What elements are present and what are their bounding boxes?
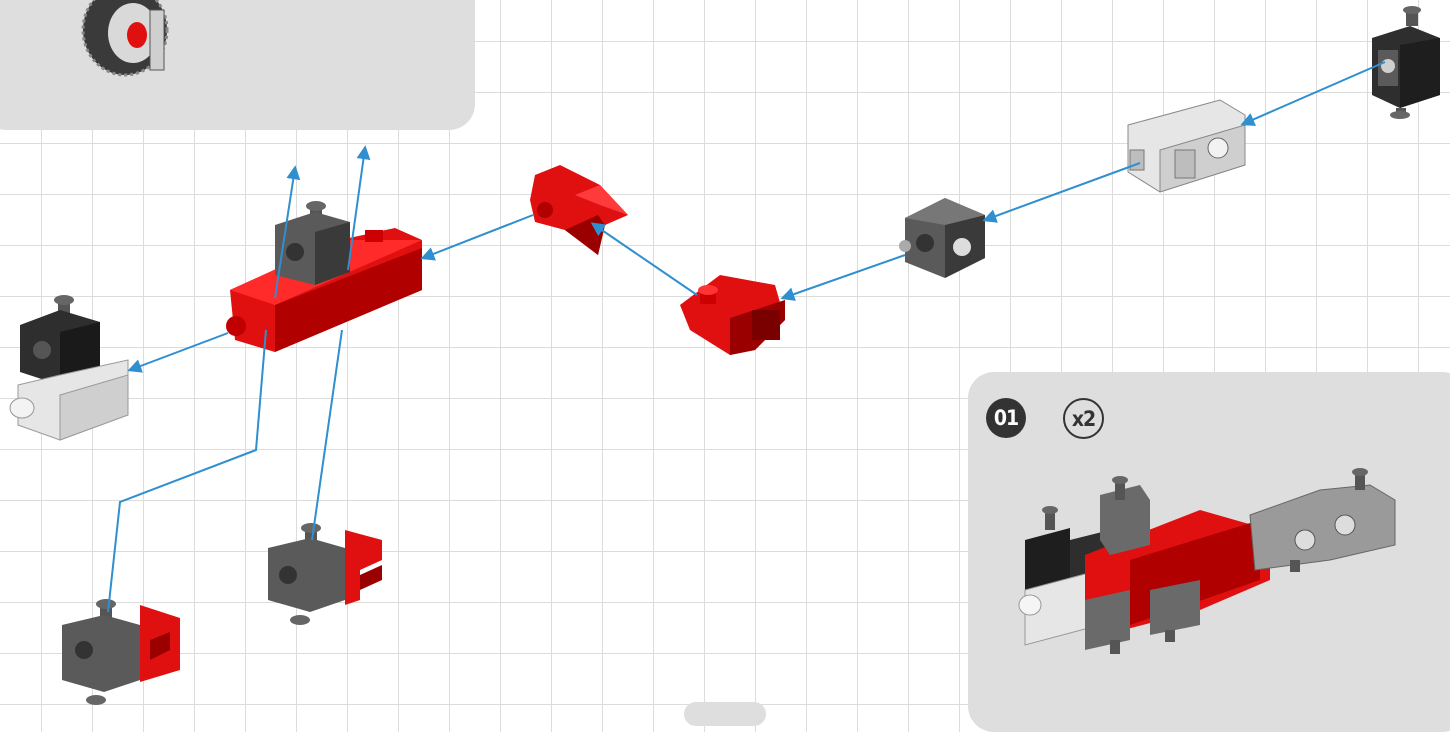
white-double-connector: [1127, 99, 1246, 193]
dark-white-connector-assembly: [9, 295, 129, 441]
assembly-arrows: [107, 61, 1386, 613]
previous-step-panel: [0, 0, 475, 130]
assembly-diagram: [9, 0, 1440, 705]
red-angled-connector: [680, 275, 785, 355]
dark-cube-connector-right: [1372, 6, 1440, 119]
quantity-badge: x2: [1063, 398, 1104, 439]
gray-cube-connector: [275, 201, 350, 285]
wheel-part: [81, 0, 169, 77]
assembled-result: [1018, 468, 1396, 654]
red-claw-connector: [530, 165, 628, 255]
dark-cube-connector: [899, 198, 985, 278]
gray-red-connector-left: [268, 523, 382, 625]
step-number-badge: 01: [986, 398, 1026, 438]
gray-red-connector-bottom: [62, 599, 180, 705]
